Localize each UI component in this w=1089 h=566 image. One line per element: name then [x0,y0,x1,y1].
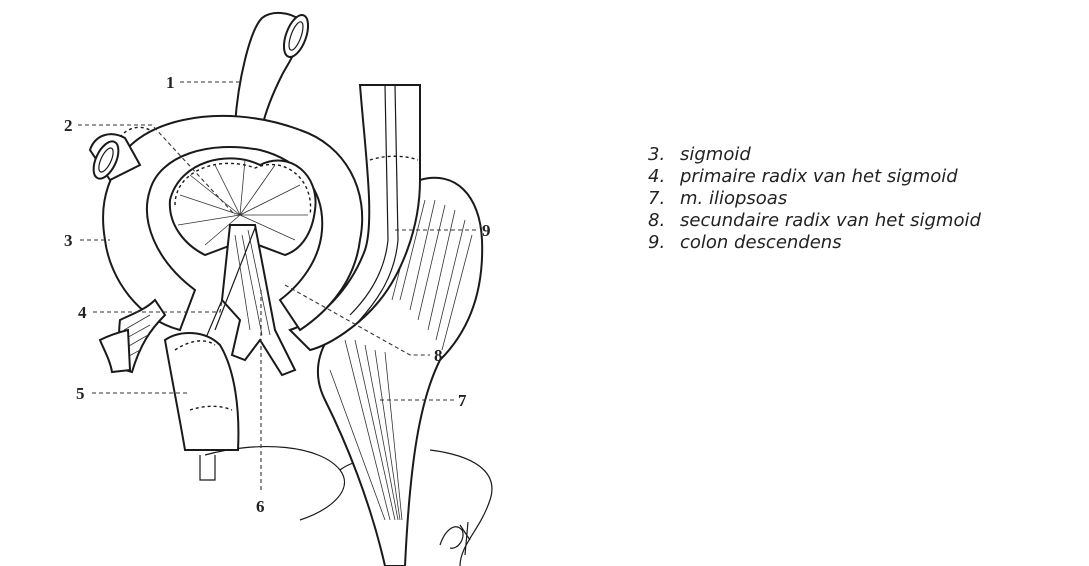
legend-number: 3. [648,144,680,166]
legend-label: m. iliopsoas [680,188,787,210]
legend-label: colon descendens [680,232,842,254]
legend-number: 9. [648,232,680,254]
legend-item-9: 9. colon descendens [648,232,1078,254]
callout-1: 1 [166,73,175,92]
callout-5: 5 [76,384,85,403]
artist-signature [440,522,470,555]
legend-item-4: 4. primaire radix van het sigmoid [648,166,1078,188]
legend-item-8: 8. secundaire radix van het sigmoid [648,210,1078,232]
callout-2: 2 [64,116,73,135]
legend-number: 4. [648,166,680,188]
iliac-vessels-left [100,300,165,372]
ureter-sheath [165,333,238,450]
callout-3: 3 [64,231,73,250]
legend-label: secundaire radix van het sigmoid [680,210,981,232]
callout-8: 8 [434,346,443,365]
callout-9: 9 [482,221,491,240]
legend-item-3: 3. sigmoid [648,144,1078,166]
legend-label: sigmoid [680,144,751,166]
pelvis-outline [200,447,492,566]
legend: 3. sigmoid 4. primaire radix van het sig… [648,144,1078,254]
callout-6: 6 [256,497,265,516]
anatomical-illustration: 1 2 3 4 5 6 7 8 9 [0,0,560,566]
callout-7: 7 [458,391,467,410]
callout-4: 4 [78,303,87,322]
legend-number: 7. [648,188,680,210]
legend-number: 8. [648,210,680,232]
legend-item-7: 7. m. iliopsoas [648,188,1078,210]
legend-label: primaire radix van het sigmoid [680,166,958,188]
